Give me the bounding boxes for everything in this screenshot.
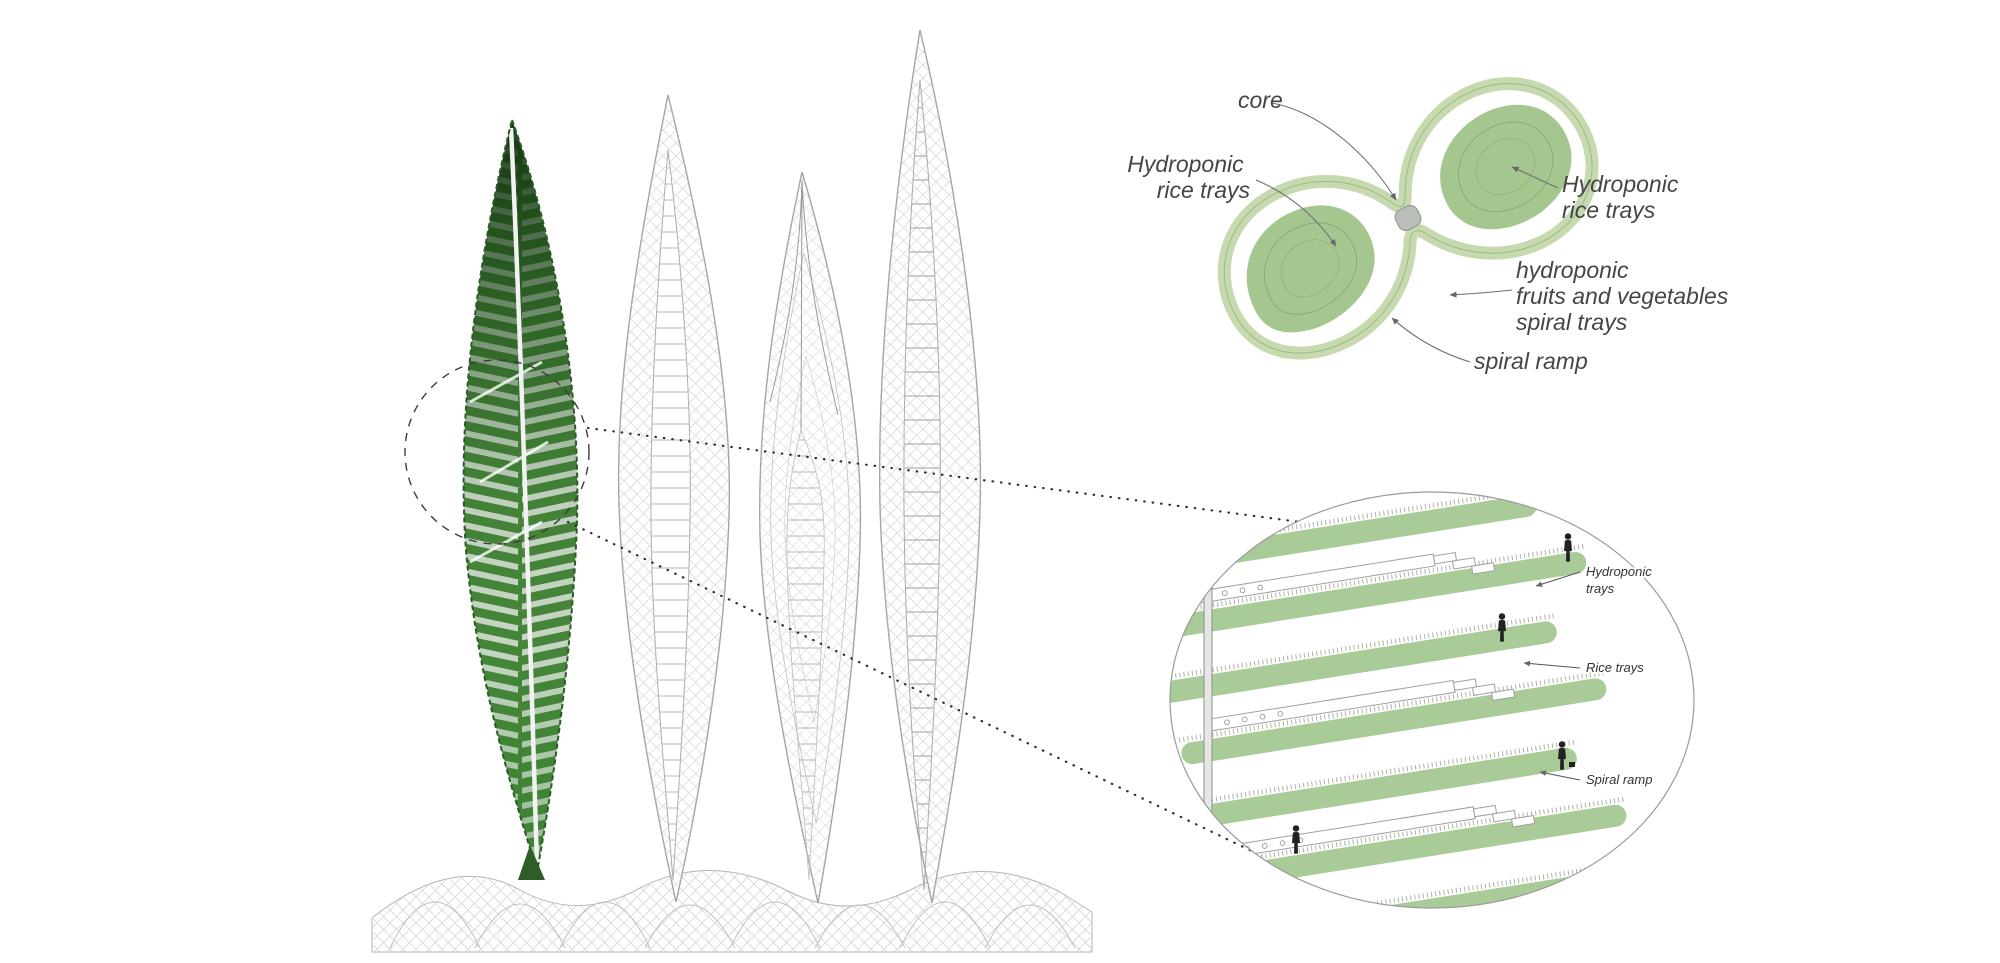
arrow-hydroponic-trays bbox=[1535, 571, 1581, 587]
briefcase bbox=[1569, 762, 1575, 767]
plan-tray-left-contour bbox=[1264, 222, 1357, 315]
zoom-line-bottom bbox=[566, 520, 1264, 858]
tower-wireframe-2 bbox=[759, 171, 862, 904]
grass-row bbox=[1170, 866, 1595, 908]
ground-arches bbox=[389, 901, 1076, 949]
tower-green bbox=[462, 116, 579, 880]
tower1-spine bbox=[508, 127, 540, 867]
grass-row bbox=[1170, 543, 1585, 617]
plan-core-label: core bbox=[1238, 87, 1283, 113]
arrow-rice-trays bbox=[1523, 660, 1581, 669]
zoom-line-top bbox=[586, 426, 1302, 524]
plan-tray-right-contour-inner bbox=[1475, 138, 1536, 195]
grass-row bbox=[1170, 613, 1555, 686]
walkway-slab bbox=[1183, 551, 1496, 606]
tower-wireframe-1 bbox=[617, 94, 731, 903]
plan-spiral-ramp-label: spiral ramp bbox=[1474, 348, 1588, 374]
plan-tray-left bbox=[1246, 205, 1375, 333]
leader-left-trays bbox=[1255, 179, 1337, 247]
tower1-white-streaks bbox=[469, 360, 549, 564]
grass-row bbox=[1178, 670, 1605, 743]
leader-core bbox=[1271, 102, 1397, 201]
section-detail: Hydroponic trays Rice trays Spiral ramp bbox=[1169, 491, 1695, 909]
plan-band-centerline bbox=[1223, 83, 1593, 354]
tray-bands bbox=[1170, 492, 1627, 908]
tower3-branch-structure bbox=[769, 179, 839, 431]
tray-band bbox=[1170, 621, 1557, 708]
plan-tray-left-contour-inner bbox=[1281, 239, 1340, 298]
tray-band bbox=[1170, 747, 1577, 834]
arrow-spiral-ramp bbox=[1539, 770, 1581, 781]
plan-tray-right bbox=[1440, 104, 1572, 230]
ground-canopy bbox=[371, 869, 1093, 953]
detail-hydroponic-trays-label: Hydroponic trays bbox=[1586, 564, 1655, 596]
ground-mesh bbox=[372, 870, 1092, 952]
tray-band bbox=[1171, 874, 1597, 908]
zoom-indicator bbox=[404, 359, 1302, 858]
grass-row bbox=[1198, 796, 1625, 869]
detail-circle-outline bbox=[1169, 491, 1695, 909]
leader-right-trays bbox=[1511, 166, 1559, 189]
tower1-entrance bbox=[518, 845, 545, 880]
detail-rice-trays-label: Rice trays bbox=[1586, 660, 1644, 675]
tower3-floor-band bbox=[786, 428, 825, 881]
grass-row bbox=[1170, 739, 1575, 812]
plan-right-trays-label: Hydroponic rice trays bbox=[1562, 171, 1685, 223]
detail-annotations: Hydroponic trays Rice trays Spiral ramp bbox=[1523, 562, 1655, 789]
floor-plan-diagram: core Hydroponic rice trays Hydroponic ri… bbox=[1127, 77, 1735, 374]
plan-leader-lines bbox=[1255, 102, 1559, 363]
plan-left-trays-label: Hydroponic rice trays bbox=[1127, 151, 1250, 203]
leader-fruits bbox=[1449, 289, 1513, 298]
detail-core-wall bbox=[1203, 492, 1213, 908]
plan-fruits-veg-label: hydroponic fruits and vegetables spiral … bbox=[1516, 257, 1735, 335]
zoom-source-circle bbox=[404, 359, 590, 545]
tower-wireframe-3 bbox=[878, 29, 982, 904]
detail-spiral-ramp-label: Spiral ramp bbox=[1586, 772, 1652, 787]
leader-spiral-ramp bbox=[1391, 317, 1471, 363]
plan-tray-right-contour bbox=[1458, 121, 1554, 212]
plan-core bbox=[1394, 205, 1422, 231]
tower2-core-cells bbox=[650, 150, 691, 880]
